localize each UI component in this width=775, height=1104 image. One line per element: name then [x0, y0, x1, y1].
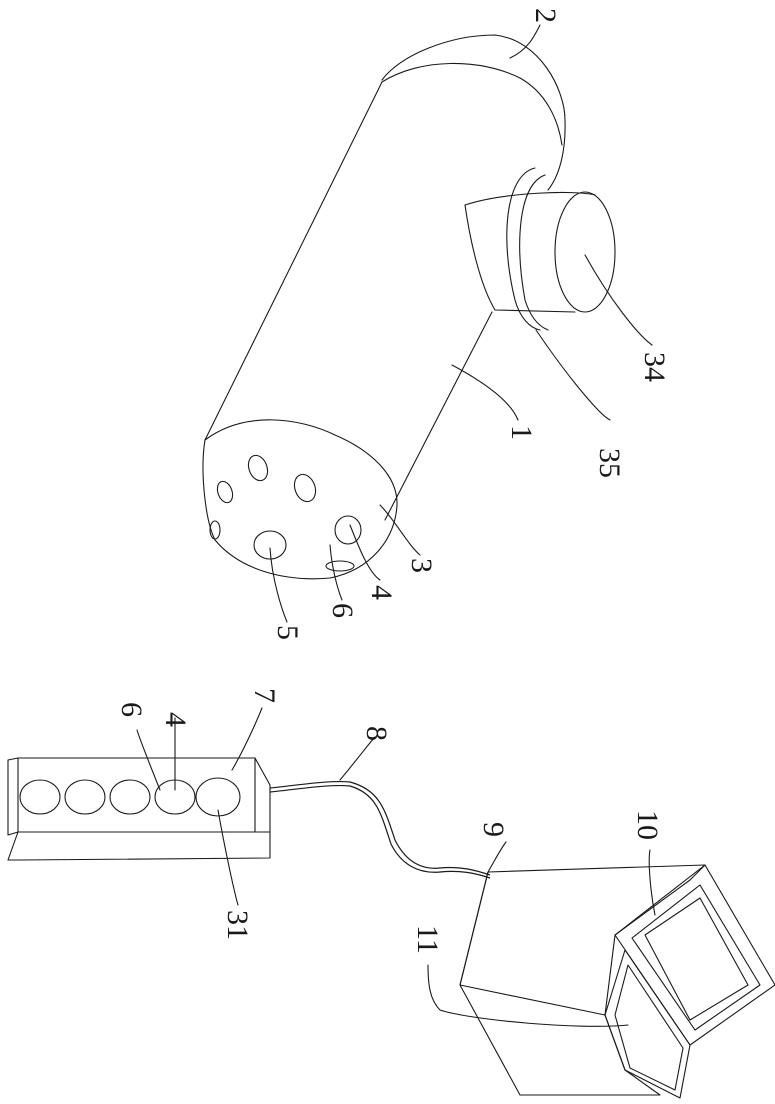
hole: [291, 471, 319, 504]
label-4b: 4: [159, 712, 192, 727]
cylinder-device: [203, 25, 652, 622]
socket-hole: [65, 780, 105, 814]
label-6: 6: [326, 603, 359, 618]
label-6b: 6: [115, 702, 148, 717]
socket-block: [8, 708, 270, 905]
lid-outer: [615, 865, 775, 1045]
leader-3: [380, 505, 420, 555]
hole: [335, 516, 361, 544]
label-9: 9: [477, 822, 510, 837]
cylinder-top-edge: [205, 82, 382, 440]
socket-hole: [20, 780, 60, 814]
box-outline: [460, 865, 705, 1015]
handle-body: [465, 192, 595, 312]
leader-34: [585, 255, 652, 345]
leader-8: [340, 738, 374, 780]
control-unit: [428, 842, 775, 1098]
box-front: [460, 985, 660, 1095]
hole: [326, 561, 354, 571]
block-outline: [8, 758, 270, 835]
leader-2: [510, 25, 540, 58]
label-1: 1: [505, 425, 538, 440]
handle-end: [555, 192, 615, 312]
label-2: 2: [529, 8, 562, 23]
label-4: 4: [365, 585, 398, 600]
label-3: 3: [405, 558, 438, 573]
hole: [245, 453, 271, 484]
leader-7: [232, 708, 262, 770]
label-10: 10: [631, 810, 664, 840]
cylinder-bottom-edge: [385, 312, 492, 520]
leader-31: [218, 810, 238, 905]
leader-4: [350, 525, 380, 580]
reference-numerals: 2 1 34 35 3 4 6 5 7 6 4 8 31 9 10 11: [115, 8, 671, 954]
socket-hole: [110, 780, 150, 814]
panel-inner: [615, 965, 683, 1090]
end-cap-seam: [382, 63, 562, 145]
end-cap: [382, 35, 565, 190]
label-8: 8: [360, 726, 393, 741]
label-34: 34: [638, 352, 671, 382]
leader-11: [428, 965, 628, 1026]
label-7: 7: [248, 688, 281, 703]
cable: [270, 738, 490, 878]
cable-line: [270, 786, 490, 878]
box-edge: [460, 872, 488, 985]
leader-6: [330, 545, 342, 600]
cable-line: [270, 782, 490, 875]
ring-inner: [520, 175, 548, 330]
ring: [507, 168, 540, 330]
label-11: 11: [411, 925, 444, 954]
leader-9: [488, 842, 506, 872]
label-5: 5: [271, 625, 304, 640]
leader-35: [536, 330, 610, 420]
leader-1: [452, 365, 518, 420]
label-31: 31: [221, 910, 254, 940]
leader-6b: [137, 730, 160, 790]
block-bottom: [8, 832, 270, 860]
hole: [215, 479, 236, 504]
label-35: 35: [593, 448, 626, 478]
